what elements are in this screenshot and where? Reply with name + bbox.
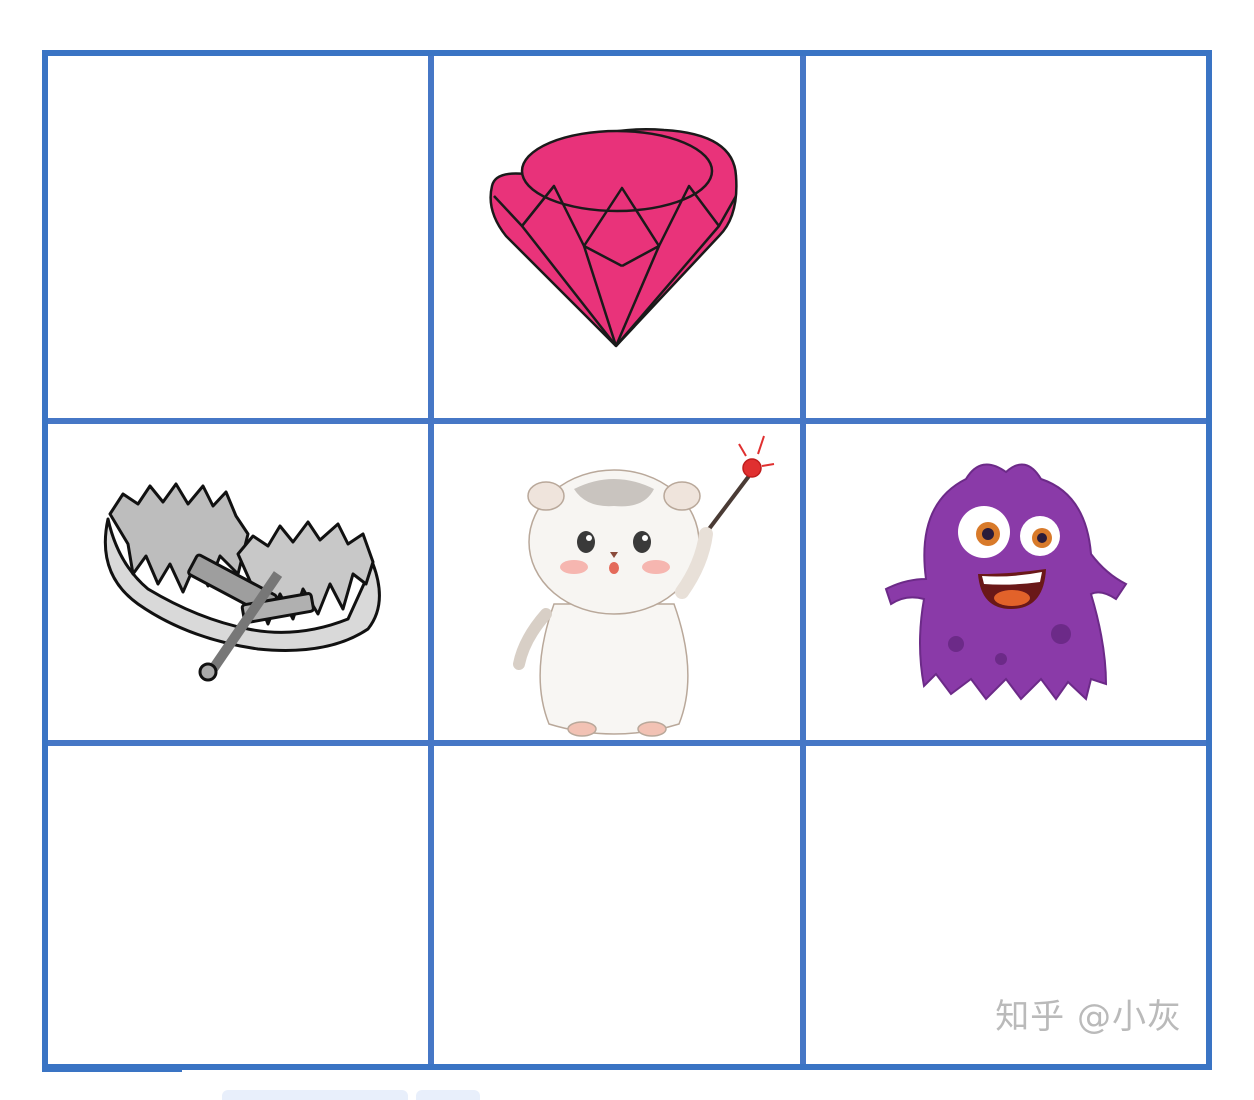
grid-cell-r1-c0[interactable] xyxy=(48,424,428,740)
bottom-tab-fragment[interactable] xyxy=(416,1090,480,1100)
grid-cell-r2-c0[interactable] xyxy=(48,746,428,1064)
grid-cell-r1-c2[interactable] xyxy=(806,424,1212,740)
monster-icon xyxy=(884,463,1128,701)
grid-cell-r0-c1[interactable] xyxy=(434,56,800,418)
grid-line-vertical xyxy=(800,56,806,1064)
grid-line-vertical xyxy=(428,56,434,1064)
grid-line-horizontal xyxy=(48,740,1206,746)
watermark: 知乎 @小灰 xyxy=(995,997,1182,1037)
bear-trap-icon xyxy=(103,482,381,682)
bottom-tab-fragment[interactable] xyxy=(222,1090,408,1100)
grid-cell-r2-c1[interactable] xyxy=(434,746,800,1064)
game-grid: 知乎 @小灰 xyxy=(42,50,1212,1070)
grid-cell-r0-c0[interactable] xyxy=(48,56,428,418)
hamster-icon xyxy=(513,435,775,737)
underline-fragment xyxy=(42,1068,182,1072)
grid-cell-r2-c2[interactable]: 知乎 @小灰 xyxy=(806,746,1212,1064)
grid-cell-r1-c1[interactable] xyxy=(434,424,800,740)
grid-cell-r0-c2[interactable] xyxy=(806,56,1212,418)
gem-icon xyxy=(489,128,738,348)
grid-line-horizontal xyxy=(48,418,1206,424)
